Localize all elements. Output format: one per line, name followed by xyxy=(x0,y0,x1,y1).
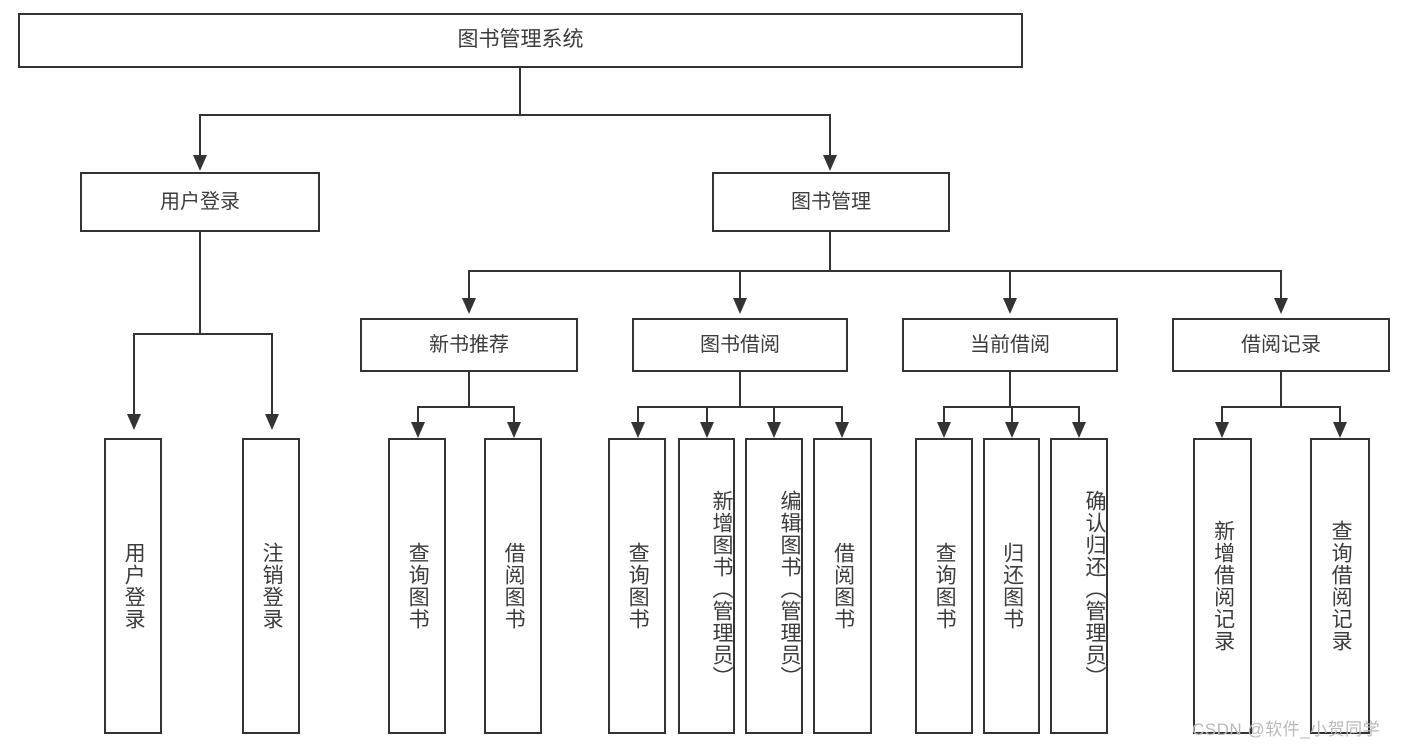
arrowhead-book-borrow xyxy=(733,298,747,314)
node-leaf-user-logout[interactable]: 注销登录 xyxy=(242,438,300,734)
connector-br-drop-2 xyxy=(1339,406,1341,424)
node-label: 确认归还（管理员） xyxy=(1083,490,1106,688)
connector-br-drop-1 xyxy=(1221,406,1223,424)
arrowhead-leaf-query-book-3 xyxy=(937,422,951,438)
node-label: 查询图书 xyxy=(933,542,957,630)
connector-to-borrow-record xyxy=(1280,270,1282,300)
node-label: 编辑图书（管理员） xyxy=(778,490,801,688)
node-label: 归还图书 xyxy=(1000,542,1024,630)
arrowhead-leaf-return-book xyxy=(1005,422,1019,438)
node-borrow-record[interactable]: 借阅记录 xyxy=(1172,318,1390,372)
connector-user-login-stem xyxy=(199,232,201,334)
connector-user-login-drop-1 xyxy=(133,333,135,416)
node-label: 查询借阅记录 xyxy=(1329,520,1353,652)
connector-root-to-user-login xyxy=(199,114,201,158)
connector-root-to-book-manage xyxy=(829,114,831,158)
connector-to-new-book-recommend xyxy=(468,270,470,300)
connector-nbr-drop-2 xyxy=(513,406,515,424)
node-label: 用户登录 xyxy=(122,542,146,630)
connector-borrow-record-bus xyxy=(1221,406,1340,408)
arrowhead-leaf-user-logout xyxy=(265,414,279,430)
node-user-login[interactable]: 用户登录 xyxy=(80,172,320,232)
arrowhead-leaf-add-record xyxy=(1215,422,1229,438)
arrowhead-borrow-record xyxy=(1274,298,1288,314)
node-leaf-add-book[interactable]: 新增图书（管理员） xyxy=(678,438,735,734)
connector-current-borrow-stem xyxy=(1009,372,1011,407)
connector-book-manage-stem xyxy=(829,232,831,271)
node-label: 新书推荐 xyxy=(429,333,509,356)
connector-cb-drop-3 xyxy=(1078,406,1080,424)
node-label: 新增借阅记录 xyxy=(1211,520,1235,652)
node-label: 当前借阅 xyxy=(970,333,1050,356)
arrowhead-leaf-query-book-2 xyxy=(631,422,645,438)
connector-root-bus xyxy=(199,114,831,116)
node-leaf-confirm-return[interactable]: 确认归还（管理员） xyxy=(1050,438,1108,734)
connector-book-manage-bus xyxy=(468,270,1280,272)
arrowhead-leaf-edit-book xyxy=(767,422,781,438)
connector-cb-drop-1 xyxy=(943,406,945,424)
node-leaf-edit-book[interactable]: 编辑图书（管理员） xyxy=(745,438,803,734)
connector-bb-drop-4 xyxy=(841,406,843,424)
connector-bb-drop-3 xyxy=(773,406,775,424)
arrowhead-root-to-book-manage xyxy=(823,155,837,171)
node-label: 图书管理 xyxy=(791,190,871,213)
arrowhead-leaf-query-book-1 xyxy=(411,422,425,438)
node-leaf-query-book-3[interactable]: 查询图书 xyxy=(915,438,973,734)
node-label: 注销登录 xyxy=(260,542,284,630)
connector-to-current-borrow xyxy=(1009,270,1011,300)
node-label: 借阅图书 xyxy=(502,542,526,630)
arrowhead-leaf-borrow-book-2 xyxy=(835,422,849,438)
connector-bb-drop-1 xyxy=(637,406,639,424)
connector-user-login-drop-2 xyxy=(271,333,273,416)
node-leaf-query-record[interactable]: 查询借阅记录 xyxy=(1310,438,1370,734)
node-new-book-recommend[interactable]: 新书推荐 xyxy=(360,318,578,372)
node-label: 图书借阅 xyxy=(700,333,780,356)
csdn-watermark: CSDN @软件_小贺同学 xyxy=(1192,720,1381,739)
node-leaf-add-record[interactable]: 新增借阅记录 xyxy=(1193,438,1252,734)
node-book-manage[interactable]: 图书管理 xyxy=(712,172,950,232)
node-label: 借阅图书 xyxy=(831,542,855,630)
node-leaf-user-login[interactable]: 用户登录 xyxy=(104,438,162,734)
arrowhead-leaf-add-book xyxy=(700,422,714,438)
node-label: 查询图书 xyxy=(406,542,430,630)
connector-book-borrow-bus xyxy=(637,406,843,408)
node-label: 图书管理系统 xyxy=(457,28,584,52)
arrowhead-leaf-borrow-book-1 xyxy=(507,422,521,438)
arrowhead-leaf-user-login xyxy=(127,414,141,430)
connector-root-stem xyxy=(519,68,521,115)
node-label: 新增图书（管理员） xyxy=(710,490,733,688)
node-current-borrow[interactable]: 当前借阅 xyxy=(902,318,1118,372)
node-leaf-query-book-1[interactable]: 查询图书 xyxy=(388,438,446,734)
node-root-system[interactable]: 图书管理系统 xyxy=(18,13,1023,68)
node-leaf-return-book[interactable]: 归还图书 xyxy=(983,438,1040,734)
arrowhead-current-borrow xyxy=(1003,298,1017,314)
connector-user-login-bus xyxy=(133,333,273,335)
connector-new-book-recommend-stem xyxy=(468,372,470,407)
node-leaf-borrow-book-2[interactable]: 借阅图书 xyxy=(813,438,872,734)
node-leaf-borrow-book-1[interactable]: 借阅图书 xyxy=(484,438,542,734)
connector-cb-drop-2 xyxy=(1011,406,1013,424)
connector-bb-drop-2 xyxy=(706,406,708,424)
connector-book-borrow-stem xyxy=(739,372,741,407)
connector-borrow-record-stem xyxy=(1280,372,1282,407)
arrowhead-leaf-confirm-return xyxy=(1072,422,1086,438)
node-book-borrow[interactable]: 图书借阅 xyxy=(632,318,848,372)
arrowhead-root-to-user-login xyxy=(193,155,207,171)
node-leaf-query-book-2[interactable]: 查询图书 xyxy=(608,438,666,734)
node-label: 查询图书 xyxy=(626,542,650,630)
node-label: 用户登录 xyxy=(160,190,240,213)
arrowhead-new-book-recommend xyxy=(462,298,476,314)
node-label: 借阅记录 xyxy=(1241,333,1321,356)
connector-nbr-drop-1 xyxy=(417,406,419,424)
connector-to-book-borrow xyxy=(739,270,741,300)
arrowhead-leaf-query-record xyxy=(1333,422,1347,438)
connector-new-book-recommend-bus xyxy=(417,406,515,408)
